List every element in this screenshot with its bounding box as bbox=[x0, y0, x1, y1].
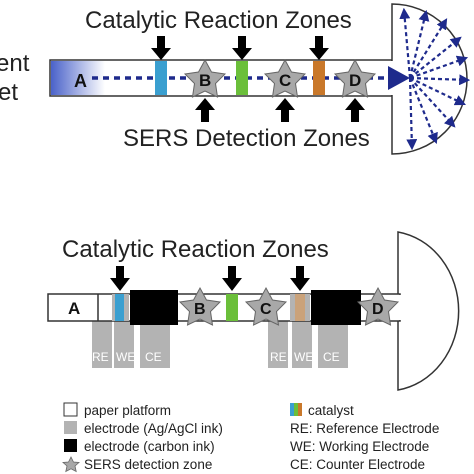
top-catalyst-blue bbox=[155, 61, 167, 95]
top-flow-arrowhead bbox=[388, 66, 410, 90]
bottom-zone-b-label: B bbox=[194, 301, 206, 318]
bottom-electrode-label-we-1: WE bbox=[116, 350, 135, 364]
top-zone-c-label: C bbox=[279, 71, 291, 90]
bottom-sers-star-d bbox=[356, 286, 400, 326]
legend-label-paper: paper platform bbox=[84, 403, 171, 418]
legend-label-sers: SERS detection zone bbox=[84, 457, 212, 472]
top-sers-arrow-3 bbox=[345, 98, 365, 122]
top-zone-d-label: D bbox=[349, 71, 361, 90]
top-radiating-arrows bbox=[399, 7, 471, 151]
bottom-electrode-label-ce-1: CE bbox=[145, 350, 162, 364]
top-sers-title: SERS Detection Zones bbox=[123, 125, 370, 152]
bottom-ag-electrode-3 bbox=[290, 294, 296, 321]
legend-label-ag: electrode (Ag/AgCl ink) bbox=[84, 421, 223, 436]
bottom-catalyst-green bbox=[226, 294, 238, 321]
bottom-diagram: Catalytic Reaction Zones bbox=[47, 231, 460, 391]
bottom-catalyst-blue bbox=[115, 294, 124, 321]
top-sers-arrow-2 bbox=[275, 98, 295, 122]
top-cut-label-2: et bbox=[0, 79, 18, 106]
legend-label-catalyst: catalyst bbox=[308, 403, 354, 418]
bottom-ag-electrode-4 bbox=[305, 294, 310, 321]
legend-catalyst-icon bbox=[290, 403, 302, 416]
bottom-electrode-label-re-1: RE bbox=[92, 350, 109, 364]
bottom-electrode-label-ce-2: CE bbox=[323, 350, 340, 364]
bottom-ag-electrode-2 bbox=[124, 294, 129, 321]
top-catalyst-orange bbox=[313, 61, 325, 95]
legend-star-icon bbox=[62, 456, 80, 473]
top-sers-star-c bbox=[263, 58, 307, 98]
bottom-catalytic-title: Catalytic Reaction Zones bbox=[62, 236, 329, 263]
bottom-zone-d-label: D bbox=[372, 301, 384, 318]
top-sers-star-b bbox=[183, 58, 227, 98]
top-catalytic-title: Catalytic Reaction Zones bbox=[85, 7, 352, 34]
legend-label-carbon: electrode (carbon ink) bbox=[84, 439, 215, 454]
bottom-sers-star-c bbox=[244, 286, 288, 326]
bottom-zone-a-label: A bbox=[68, 299, 80, 318]
top-catalytic-arrow-3 bbox=[309, 36, 329, 60]
bottom-electrode-label-we-2: WE bbox=[294, 350, 313, 364]
legend-label-ce: CE: Counter Electrode bbox=[290, 457, 425, 472]
top-zone-a-label: A bbox=[74, 71, 87, 91]
legend: paper platform electrode (Ag/AgCl ink) e… bbox=[62, 402, 439, 473]
legend-swatch-paper bbox=[63, 402, 78, 417]
bottom-catalytic-arrow-3 bbox=[290, 266, 310, 291]
bottom-catalytic-arrow-1 bbox=[110, 266, 130, 291]
bottom-catalyst-tan bbox=[295, 294, 305, 321]
bottom-carbon-electrode-1 bbox=[130, 290, 178, 325]
top-catalyst-green bbox=[236, 61, 248, 95]
top-sers-arrow-1 bbox=[195, 98, 215, 122]
bottom-carbon-electrode-2 bbox=[311, 290, 361, 325]
top-diagram: ent et Catalytic Reaction Zones bbox=[0, 3, 471, 155]
bottom-channel-junction bbox=[395, 295, 401, 320]
legend-label-we: WE: Working Electrode bbox=[290, 439, 429, 454]
legend-swatch-ag bbox=[64, 421, 77, 434]
top-sers-star-d bbox=[333, 58, 377, 98]
legend-label-re: RE: Reference Electrode bbox=[290, 421, 439, 436]
bottom-semicircle-reservoir bbox=[397, 231, 460, 391]
top-catalytic-arrow-2 bbox=[232, 36, 252, 60]
bottom-zone-c-label: C bbox=[260, 301, 272, 318]
bottom-sers-star-b bbox=[178, 286, 222, 326]
top-cut-label-1: ent bbox=[0, 50, 30, 77]
top-zone-b-label: B bbox=[199, 71, 211, 90]
top-catalytic-arrow-1 bbox=[151, 36, 171, 60]
bottom-electrode-label-re-2: RE bbox=[270, 350, 287, 364]
legend-swatch-carbon bbox=[64, 439, 77, 452]
bottom-catalytic-arrow-2 bbox=[222, 266, 242, 291]
